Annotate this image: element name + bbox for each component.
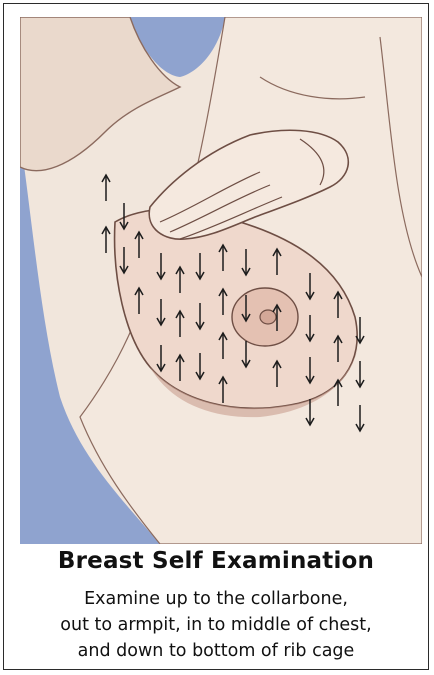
figure-frame: Breast Self Examination Examine up to th… (3, 3, 429, 670)
illustration-svg (20, 17, 422, 544)
figure-title: Breast Self Examination (8, 548, 424, 574)
caption-line-3: and down to bottom of rib cage (8, 641, 424, 661)
breast-exam-illustration (20, 17, 422, 544)
caption-line-1: Examine up to the collarbone, (8, 589, 424, 609)
caption-line-2: out to armpit, in to middle of chest, (8, 615, 424, 635)
